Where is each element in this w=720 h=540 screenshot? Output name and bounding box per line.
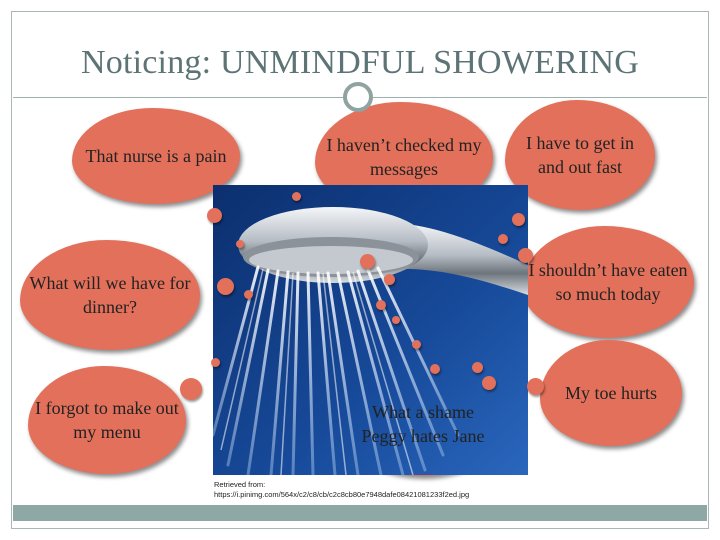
thought-text: That nurse is a pain [85,146,227,166]
thought-dot [384,274,395,285]
thought-cloud-in-and-out: I have to get in and out fast [505,100,655,210]
thought-dot [360,254,375,269]
thought-dot [217,278,234,295]
credit-label: Retrieved from: [214,480,266,489]
thought-dot [498,234,508,244]
thought-dot [512,213,525,226]
slide-frame [11,11,709,529]
thought-text: I shouldn’t have eaten so much today [528,260,688,304]
thought-text: I have to get in and out fast [526,133,634,177]
thought-cloud-peggy: What a shame Peggy hates Jane [343,372,503,476]
thought-dot [244,290,253,299]
image-credit: Retrieved from: https://i.pinimg.com/564… [214,480,534,500]
thought-dot [430,364,440,374]
slide-title: Noticing: UNMINDFUL SHOWERING [81,44,639,81]
thought-text: What a shame Peggy hates Jane [361,402,485,446]
thought-text: My toe hurts [565,383,657,403]
thought-cloud-nurse: That nurse is a pain [72,108,240,204]
credit-url: https://i.pinimg.com/564x/c2/c8/cb/c2c8c… [214,490,470,499]
footer-bar [13,505,707,521]
thought-cloud-menu: I forgot to make out my menu [28,366,186,474]
thought-dot [392,316,400,324]
thought-text: I forgot to make out my menu [35,398,179,442]
thought-dot [292,192,301,201]
thought-text: What will we have for dinner? [29,273,191,317]
thought-dot [236,240,244,248]
thought-dot [412,340,421,349]
thought-cloud-messages: I haven’t checked my messages [315,102,493,212]
thought-dot [376,300,386,310]
thought-cloud-toe: My toe hurts [540,340,682,446]
thought-text: I haven’t checked my messages [326,135,482,179]
thought-dot [207,208,222,223]
thought-cloud-eaten: I shouldn’t have eaten so much today [522,226,694,338]
thought-cloud-dinner: What will we have for dinner? [20,240,200,350]
thought-dot [211,358,220,367]
thought-dot [472,362,483,373]
